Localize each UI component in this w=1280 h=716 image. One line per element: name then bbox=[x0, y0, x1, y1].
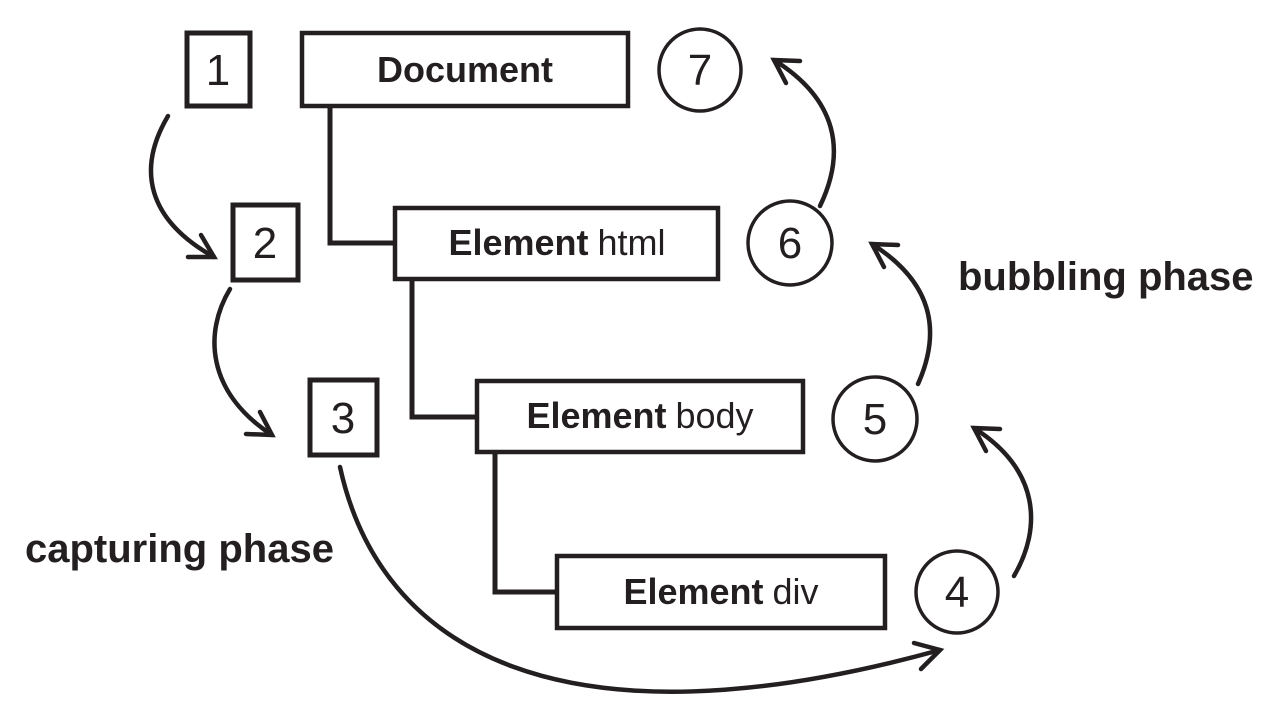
step-number: 5 bbox=[863, 395, 887, 444]
document-node-box bbox=[299, 30, 631, 109]
step-number: 7 bbox=[688, 46, 712, 95]
tree-connector-html-body bbox=[409, 277, 475, 420]
arrow-curve bbox=[337, 464, 943, 694]
arrowhead-icon bbox=[970, 425, 1003, 454]
step-circle bbox=[831, 375, 919, 463]
element-body-node-box bbox=[474, 378, 806, 455]
capture-step-2-marker: 2 bbox=[230, 202, 301, 283]
step-square bbox=[307, 377, 380, 458]
document-node: Document bbox=[299, 30, 631, 109]
capturing-phase-label: capturing phase bbox=[25, 527, 334, 571]
step-number: 6 bbox=[778, 219, 802, 268]
step-number: 3 bbox=[331, 394, 355, 443]
arrow-step2-to-step3 bbox=[212, 286, 276, 438]
arrowhead-icon bbox=[243, 409, 276, 438]
arrowhead-icon bbox=[911, 640, 945, 672]
tree-connector-document-html bbox=[327, 104, 393, 246]
arrowhead-icon bbox=[868, 241, 901, 270]
capture-step-1-marker: 1 bbox=[184, 30, 253, 109]
element-div-node-box bbox=[554, 553, 888, 631]
element-html-node-box bbox=[392, 205, 721, 282]
arrow-curve bbox=[212, 286, 275, 438]
step-number: 4 bbox=[945, 568, 969, 617]
bubbling-phase-label: bubbling phase bbox=[958, 255, 1254, 299]
arrow-step4-to-step5 bbox=[970, 425, 1034, 579]
arrow-curve bbox=[771, 57, 837, 209]
tree-connector-body-div bbox=[492, 450, 555, 595]
arrow-step3-to-step4 bbox=[337, 464, 945, 694]
step-number: 2 bbox=[253, 219, 277, 268]
target-step-4-marker: 4 bbox=[914, 549, 1000, 635]
step-circle bbox=[746, 199, 834, 287]
arrow-curve bbox=[148, 113, 217, 260]
arrow-curve bbox=[869, 241, 933, 387]
arrowhead-icon bbox=[185, 232, 218, 260]
arrow-step5-to-step6 bbox=[868, 241, 933, 387]
step-circle bbox=[657, 27, 743, 113]
step-square bbox=[184, 30, 253, 109]
step-circle bbox=[914, 549, 1000, 635]
document-node-label: Document bbox=[377, 49, 553, 90]
bubble-step-7-marker: 7 bbox=[657, 27, 743, 113]
arrow-step1-to-step2 bbox=[148, 113, 218, 260]
arrow-step6-to-step7 bbox=[770, 57, 837, 209]
arrowhead-icon bbox=[770, 57, 803, 86]
bubble-step-5-marker: 5 bbox=[831, 375, 919, 463]
step-number: 1 bbox=[206, 46, 230, 95]
bubble-step-6-marker: 6 bbox=[746, 199, 834, 287]
capture-step-3-marker: 3 bbox=[307, 377, 380, 458]
step-square bbox=[230, 202, 301, 283]
arrow-curve bbox=[971, 425, 1034, 579]
